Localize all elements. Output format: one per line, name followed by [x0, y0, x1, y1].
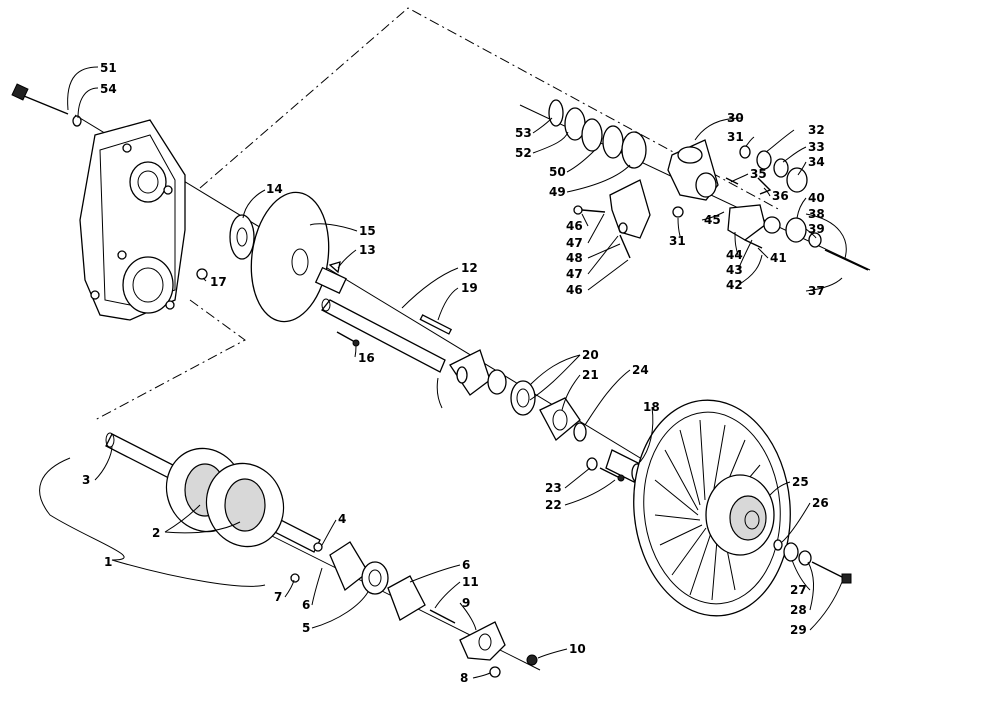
label-8: 8 — [460, 671, 468, 685]
label-31a: 31 — [727, 130, 744, 144]
bolt-29 — [811, 561, 852, 584]
label-2: 2 — [152, 526, 160, 540]
housing-fragment — [436, 349, 491, 409]
gear-case — [79, 119, 186, 321]
label-19: 19 — [461, 281, 478, 295]
label-47b: 47 — [566, 267, 583, 281]
label-47a: 47 — [566, 236, 583, 250]
brake-disc — [250, 191, 330, 323]
label-15: 15 — [359, 224, 376, 238]
label-50: 50 — [549, 165, 566, 179]
nut-10 — [526, 654, 538, 666]
label-6b: 6 — [462, 558, 470, 572]
nut-17 — [196, 268, 208, 280]
label-4: 4 — [338, 512, 346, 526]
label-37: 37 — [808, 284, 825, 298]
washer-54 — [72, 115, 82, 127]
bearing-5 — [361, 561, 389, 595]
label-29: 29 — [790, 623, 807, 637]
part-labels: 51 54 14 15 13 17 12 19 16 53 52 50 49 3… — [82, 61, 829, 685]
label-42: 42 — [726, 278, 743, 292]
flange-21 — [539, 397, 581, 442]
label-49: 49 — [549, 185, 566, 199]
shaft-12 — [321, 298, 446, 373]
label-46a: 46 — [566, 219, 583, 233]
brake-caliper — [548, 99, 869, 271]
screw-16 — [336, 331, 360, 347]
label-9: 9 — [462, 596, 470, 610]
label-13: 13 — [359, 243, 376, 257]
washer-24 — [573, 422, 587, 442]
label-16: 16 — [358, 351, 375, 365]
label-25: 25 — [792, 475, 809, 489]
label-44: 44 — [726, 248, 743, 262]
housing-9 — [459, 621, 506, 661]
label-48: 48 — [566, 251, 583, 265]
label-46b: 46 — [566, 283, 583, 297]
label-27: 27 — [790, 583, 807, 597]
label-30: 30 — [727, 111, 744, 125]
label-32: 32 — [808, 123, 825, 137]
washer-26 — [773, 539, 783, 551]
track-drive-shaft — [105, 432, 323, 553]
label-18: 18 — [643, 400, 660, 414]
label-52: 52 — [515, 146, 532, 160]
label-53: 53 — [515, 126, 532, 140]
label-41: 41 — [770, 251, 787, 265]
label-5: 5 — [302, 621, 310, 635]
label-10: 10 — [569, 642, 586, 656]
label-17: 17 — [210, 275, 227, 289]
label-38: 38 — [808, 207, 825, 221]
label-35: 35 — [750, 167, 767, 181]
washer-23 — [586, 457, 598, 471]
label-36: 36 — [772, 189, 789, 203]
coupler-13 — [314, 261, 347, 295]
label-11: 11 — [462, 575, 479, 589]
label-31b: 31 — [669, 234, 686, 248]
label-28: 28 — [790, 603, 807, 617]
label-51: 51 — [100, 61, 117, 75]
label-34: 34 — [808, 155, 825, 169]
bolt-11 — [429, 609, 456, 624]
label-14: 14 — [266, 182, 283, 196]
label-6a: 6 — [302, 598, 310, 612]
flange-6b — [387, 575, 426, 621]
assembly-center-lines — [94, 7, 781, 421]
label-26: 26 — [812, 496, 829, 510]
label-24: 24 — [632, 363, 649, 377]
screw-7 — [290, 573, 300, 583]
label-23: 23 — [545, 481, 562, 495]
washer-28 — [798, 550, 812, 566]
washer-27 — [783, 542, 799, 562]
flange-14 — [229, 214, 255, 260]
label-39: 39 — [808, 222, 825, 236]
label-40: 40 — [808, 191, 825, 205]
bolt-51 — [11, 83, 69, 115]
bolt-22 — [599, 467, 625, 482]
label-43: 43 — [726, 263, 743, 277]
bearings-20 — [487, 369, 536, 416]
label-21: 21 — [582, 368, 599, 382]
label-20: 20 — [582, 348, 599, 362]
bracket-1 — [39, 457, 266, 587]
label-3: 3 — [82, 473, 90, 487]
nut-8 — [489, 666, 501, 678]
label-45: 45 — [704, 213, 721, 227]
label-1: 1 — [104, 555, 112, 569]
label-33: 33 — [808, 140, 825, 154]
key-19 — [419, 314, 453, 335]
label-7: 7 — [274, 590, 282, 604]
label-22: 22 — [545, 498, 562, 512]
leader-lines — [67, 66, 847, 679]
driven-clutch — [633, 399, 791, 617]
label-54: 54 — [100, 82, 117, 96]
label-12: 12 — [461, 261, 478, 275]
